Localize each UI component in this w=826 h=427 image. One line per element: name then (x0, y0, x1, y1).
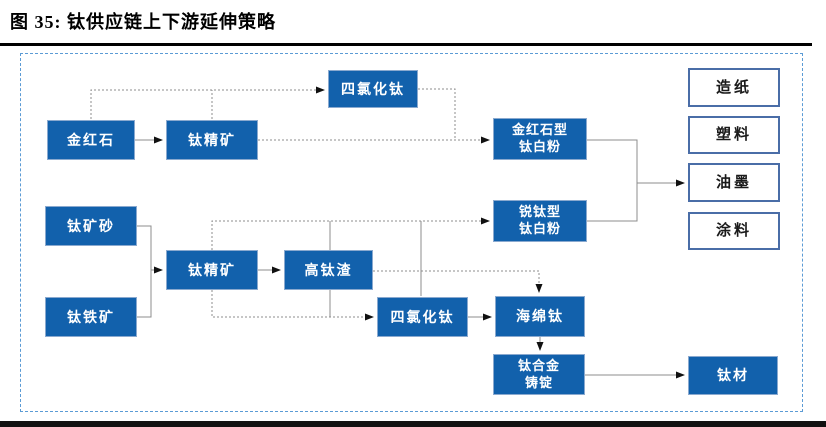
node-ticl4-1: 四氯化钛 (328, 70, 418, 108)
title-rule (0, 43, 812, 46)
node-paper: 造纸 (688, 68, 780, 107)
node-ink: 油墨 (688, 163, 780, 202)
node-ti-concentrate-2: 钛精矿 (166, 250, 258, 290)
flowchart-frame (20, 53, 803, 412)
figure-title: 图 35: 钛供应链上下游延伸策略 (10, 12, 276, 32)
node-high-ti-slag: 高钛渣 (284, 250, 373, 290)
node-ilmenite: 钛铁矿 (45, 297, 137, 337)
node-ticl4-2: 四氯化钛 (377, 297, 468, 337)
node-anatase-tio2: 锐钛型 钛白粉 (493, 200, 587, 242)
node-ti-concentrate-1: 钛精矿 (166, 120, 258, 160)
bottom-rule (0, 421, 826, 427)
node-rutile: 金红石 (47, 120, 135, 160)
node-ti-alloy-ingot: 钛合金 铸锭 (493, 354, 585, 395)
node-ti-material: 钛材 (688, 356, 778, 395)
node-rutile-tio2: 金红石型 钛白粉 (493, 118, 587, 160)
node-plastic: 塑料 (688, 116, 780, 154)
node-ti-sponge: 海绵钛 (495, 296, 585, 337)
node-ti-ore-sand: 钛矿砂 (45, 206, 137, 246)
node-coating: 涂料 (688, 212, 780, 250)
